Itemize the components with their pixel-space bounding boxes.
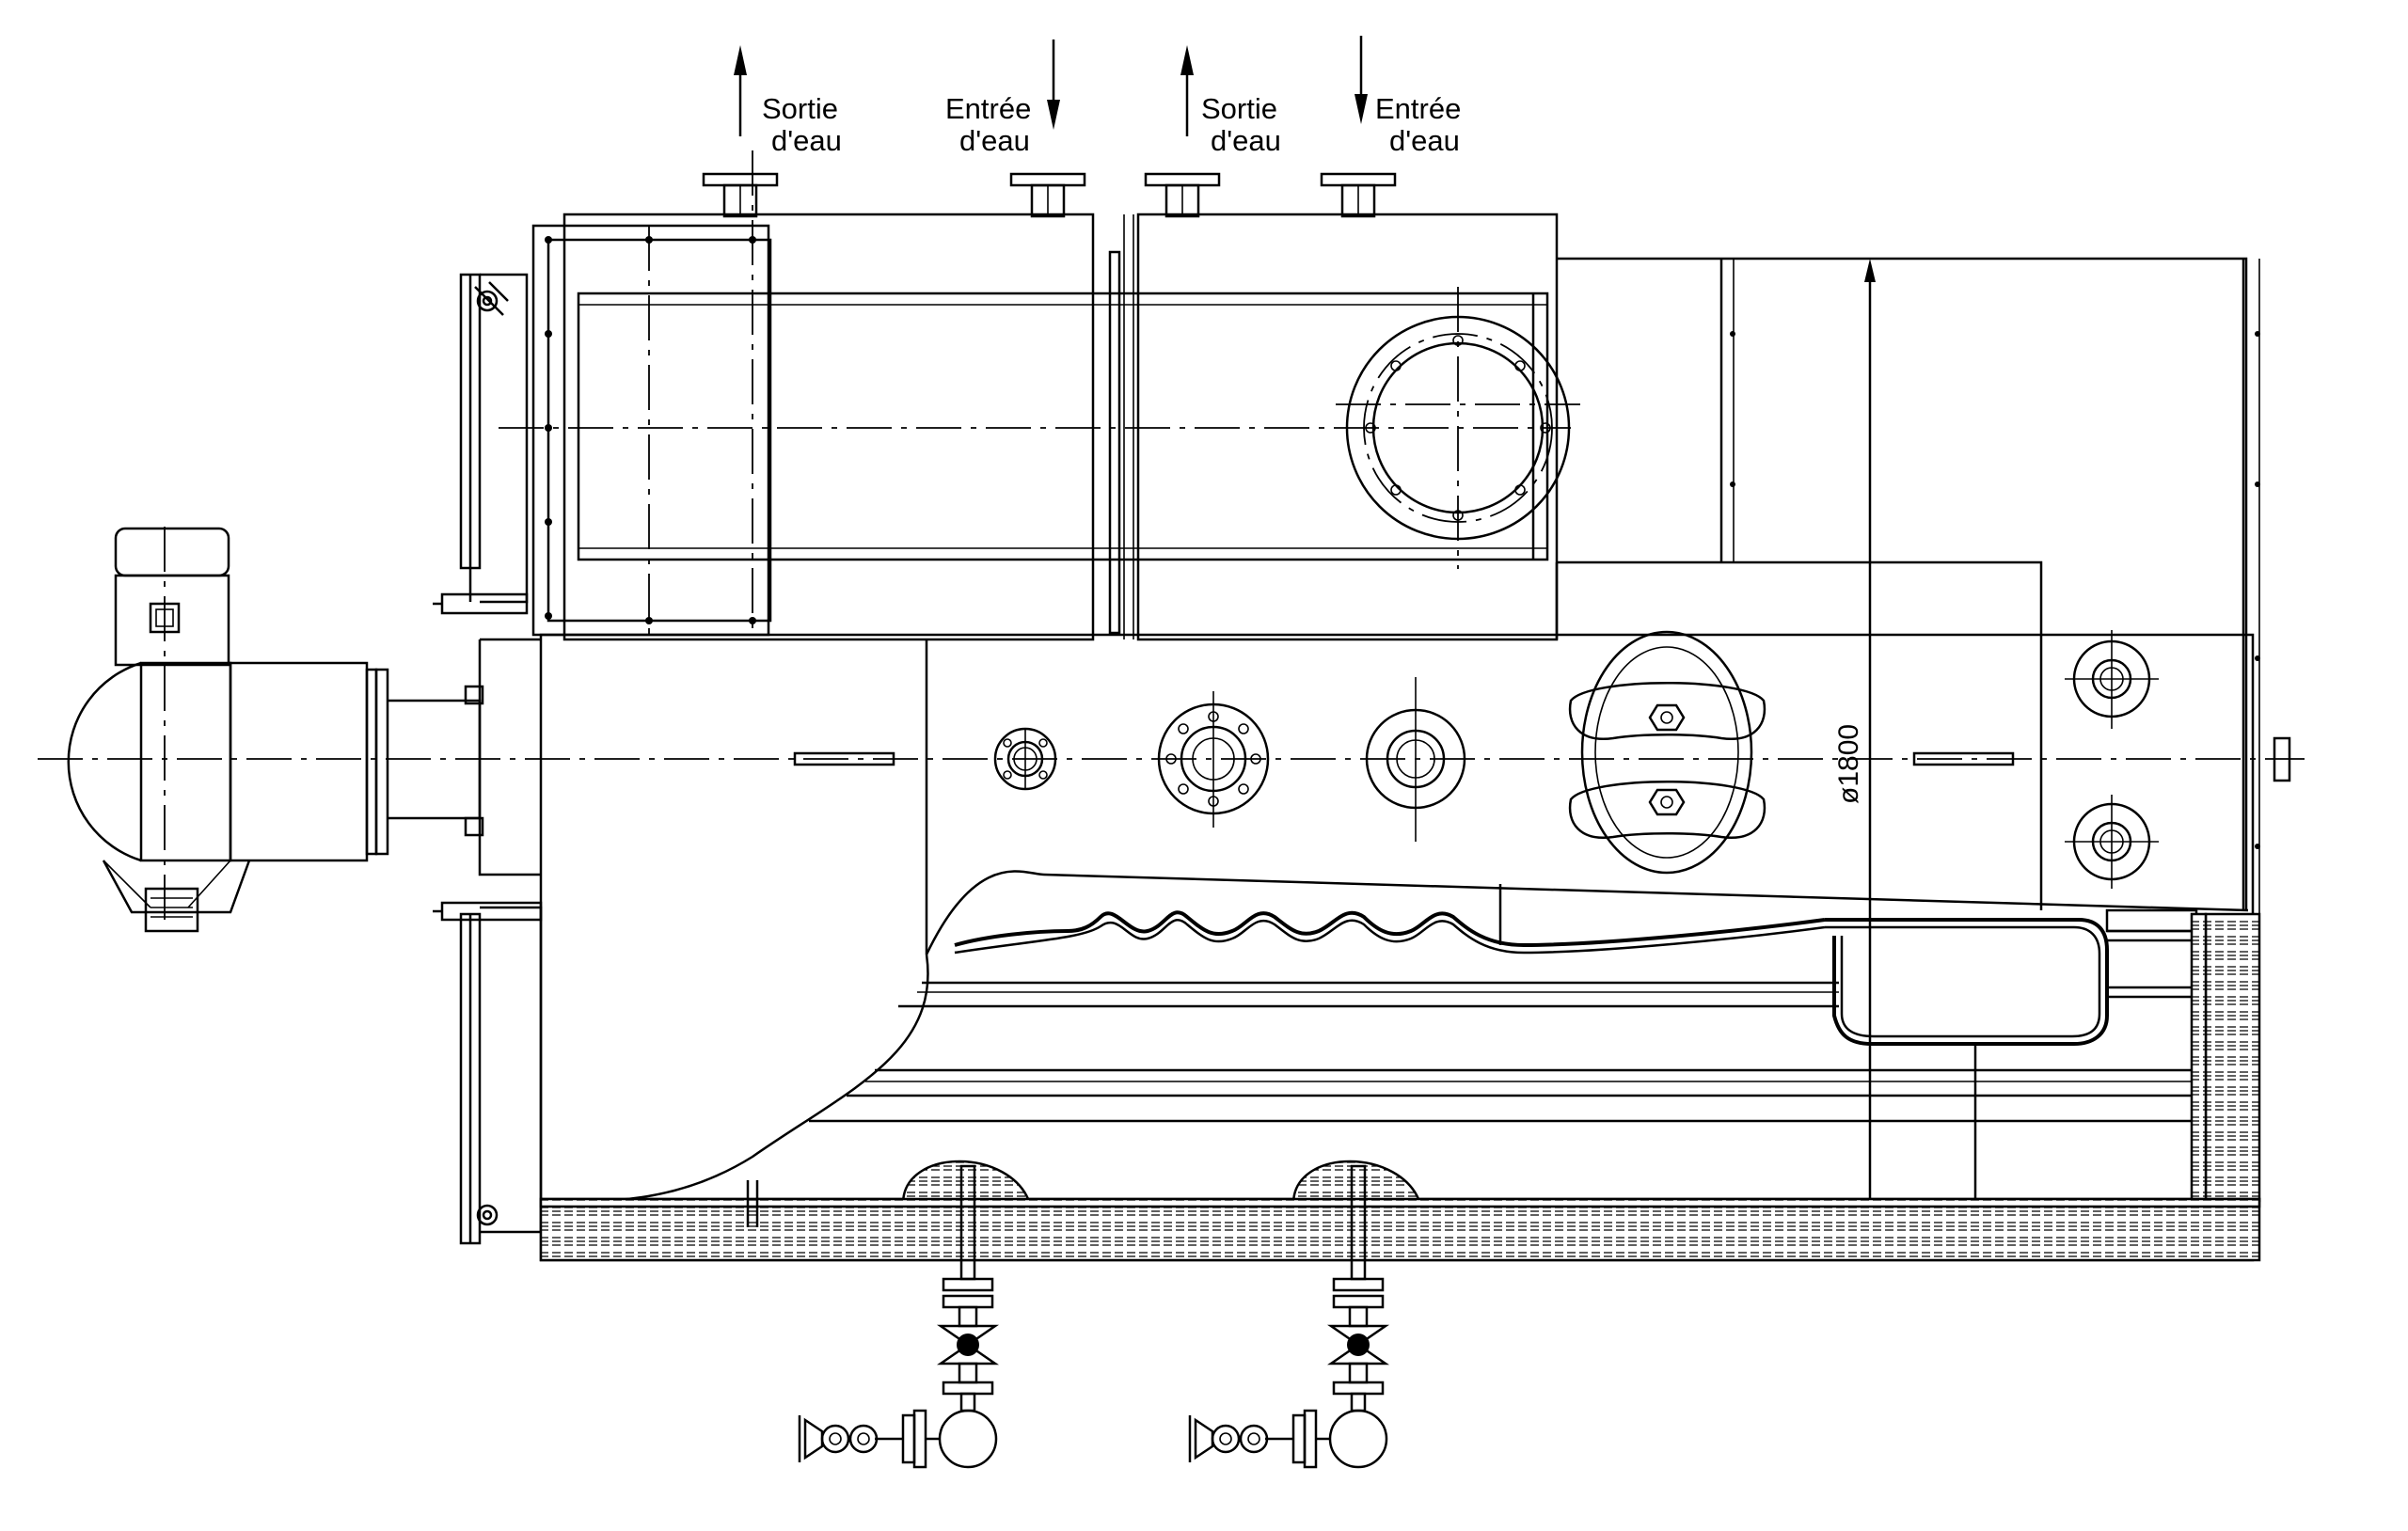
- inspection-opening: [1345, 315, 1571, 541]
- blowdown-valve-1: [798, 1164, 1000, 1469]
- flow-arrow-down-1: [1047, 39, 1060, 130]
- sight-slot-left: [793, 751, 895, 766]
- front-door-upper: [433, 273, 529, 615]
- outlet-2-label-line2: d'eau: [1211, 124, 1281, 157]
- manhole: [1568, 630, 1766, 875]
- center-lines: [38, 150, 2305, 922]
- inlet-1-label-line2: d'eau: [959, 124, 1030, 157]
- flow-arrow-up-2: [1180, 45, 1194, 136]
- nozzle-outlet-2: [1144, 172, 1221, 218]
- inlet-2-label-line2: d'eau: [1389, 124, 1460, 157]
- flange-medium-1: [1157, 691, 1270, 828]
- header-bolts: [545, 236, 2260, 849]
- flange-small: [993, 727, 1057, 791]
- blowdown-valve-2: [1188, 1164, 1390, 1469]
- burner-assembly: [67, 527, 541, 933]
- flange-right-lower: [2065, 795, 2159, 889]
- nozzle-inlet-2: [1320, 172, 1397, 218]
- inlet-2-label-line1: Entrée: [1375, 92, 1461, 125]
- nozzle-inlet-1: [1009, 172, 1086, 218]
- outlet-2-label-line1: Sortie: [1201, 92, 1277, 125]
- outlet-1-label-line1: Sortie: [762, 92, 838, 125]
- furnace-cutaway: [540, 870, 2249, 1204]
- outlet-1-label-line2: d'eau: [771, 124, 842, 157]
- sight-slot-right: [1912, 751, 2015, 766]
- inlet-1-label-line1: Entrée: [945, 92, 1031, 125]
- side-plug: [2273, 736, 2291, 782]
- diameter-label: ø1800: [1833, 724, 1864, 804]
- flange-right-upper: [2065, 630, 2159, 729]
- front-door-lower: [433, 901, 543, 1245]
- flange-medium-2: [1365, 677, 1466, 842]
- rear-insulation: [539, 912, 2261, 1262]
- flow-arrow-up-1: [734, 45, 747, 136]
- flow-arrow-down-2: [1354, 36, 1368, 124]
- nozzle-outlet-1: [702, 172, 779, 218]
- diameter-dimension: ø1800: [1833, 259, 1876, 1260]
